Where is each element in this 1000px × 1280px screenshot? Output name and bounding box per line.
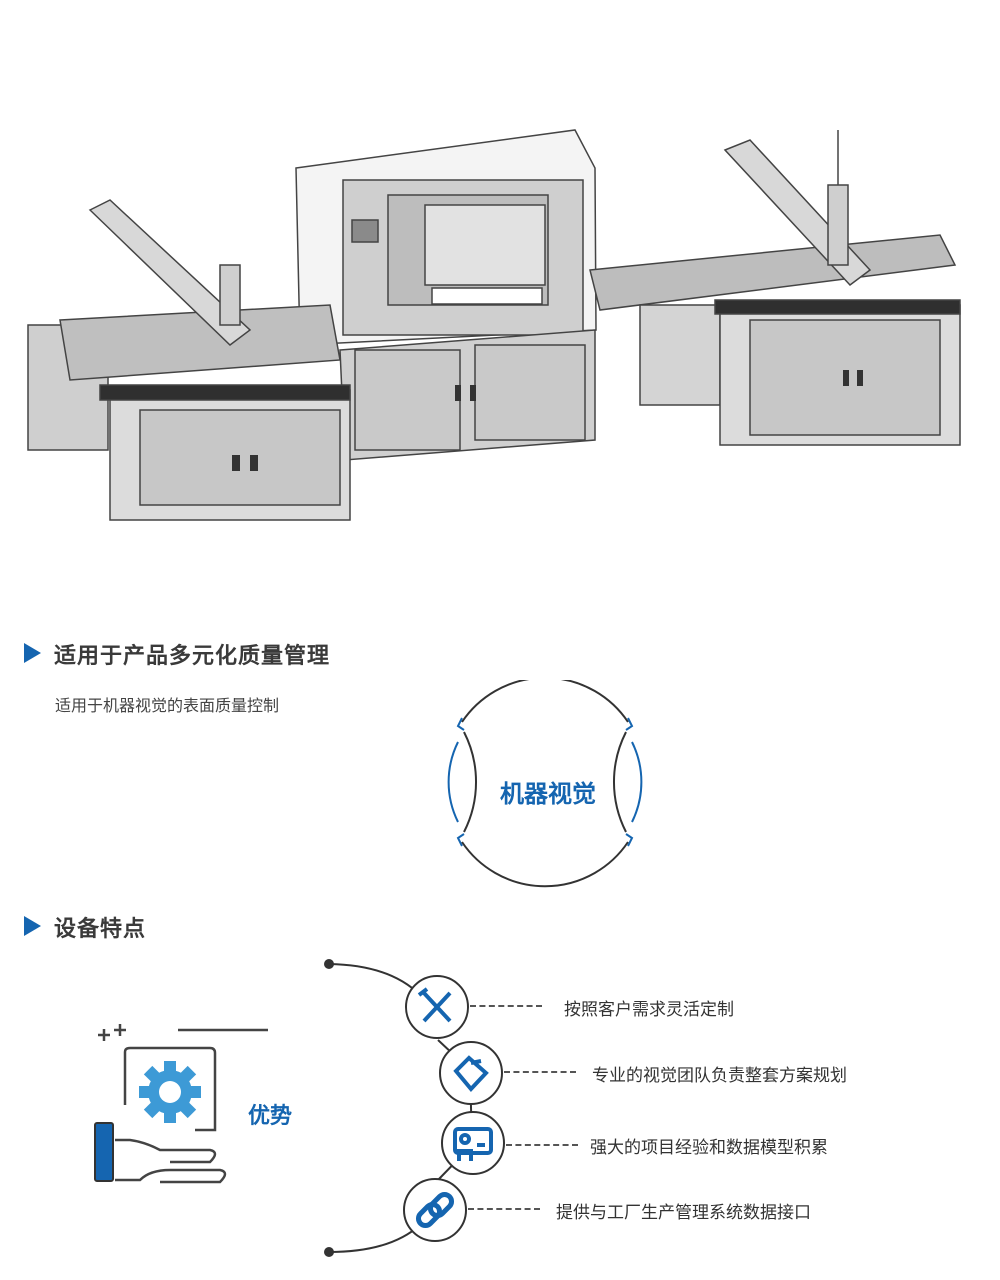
id-card-icon: [441, 1111, 505, 1175]
ruler-pencil-icon: [405, 975, 469, 1039]
feature-text: 按照客户需求灵活定制: [564, 1000, 734, 1020]
machine-illustration: [27, 129, 961, 521]
feature-text: 专业的视觉团队负责整套方案规划: [592, 1066, 847, 1086]
machine-vision-badge: 机器视觉: [500, 780, 596, 808]
section-marker-icon: [24, 643, 41, 663]
connector-line: [506, 1144, 578, 1146]
machine-vision-badge-graphic: [447, 680, 643, 888]
advantage-label: 优势: [248, 1104, 293, 1129]
section-subtitle: 适用于机器视觉的表面质量控制: [55, 696, 280, 715]
section-title-features: 设备特点: [54, 917, 147, 942]
gear-icon: [139, 1061, 201, 1123]
connector-line: [470, 1005, 542, 1007]
handshake-icon: [439, 1041, 503, 1105]
phone-shape: [94, 1122, 114, 1182]
connector-line: [504, 1071, 576, 1073]
feature-text: 强大的项目经验和数据模型积累: [590, 1138, 828, 1158]
link-icon: [403, 1178, 467, 1242]
advantage-hand-gear-icon: [94, 1024, 268, 1184]
feature-text: 提供与工厂生产管理系统数据接口: [556, 1203, 811, 1223]
section-marker-icon: [24, 916, 41, 936]
connector-line: [468, 1208, 540, 1210]
section-title-quality: 适用于产品多元化质量管理: [54, 644, 331, 669]
